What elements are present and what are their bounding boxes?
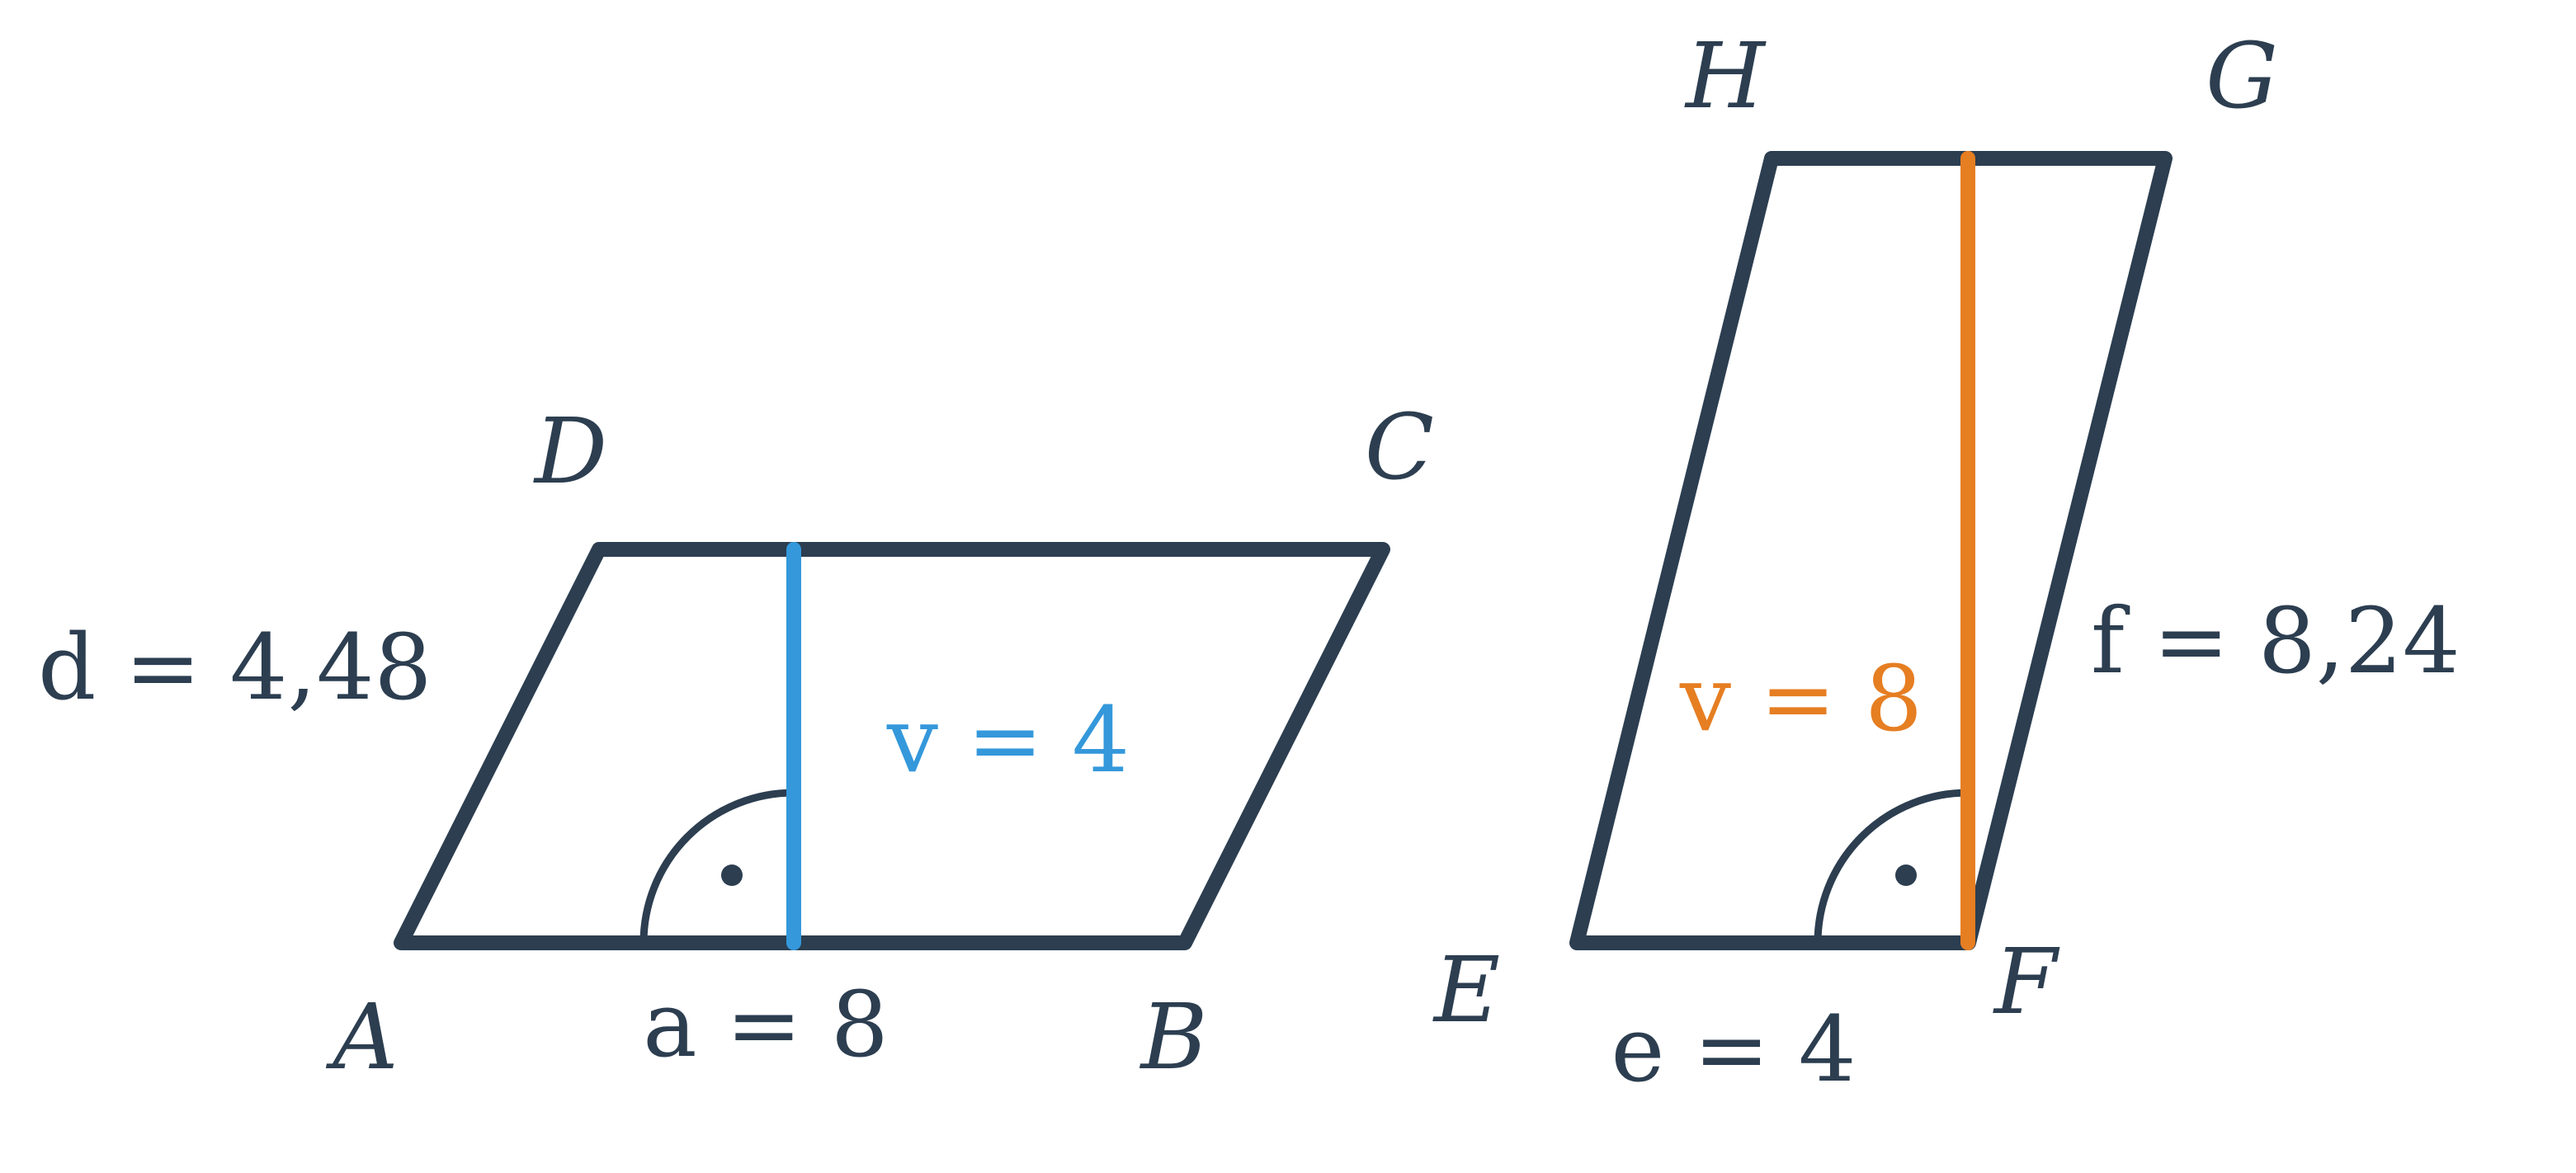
base-label-e: e = 4 [1611, 996, 1856, 1102]
right-angle-arc-left [639, 789, 795, 944]
vertex-label-c: C [1365, 394, 1434, 500]
vertex-label-h: H [1684, 23, 1767, 129]
right-angle-arc-right [1814, 789, 1969, 944]
parallelogram-efgh: E F G H e = 4 f = 8,24 v = 8 [1432, 23, 2460, 1102]
right-angle-dot-left [721, 864, 743, 886]
side-label-f: f = 8,24 [2091, 588, 2460, 694]
vertex-label-e: E [1432, 937, 1500, 1043]
base-label-a: a = 8 [643, 972, 889, 1077]
parallelogram-efgh-outline [1569, 151, 2173, 950]
vertex-label-b: B [1139, 984, 1208, 1090]
parallelogram-abcd-outline [394, 542, 1390, 950]
vertex-label-d: D [533, 398, 607, 504]
right-angle-dot-right [1895, 864, 1917, 886]
vertex-label-g: G [2206, 23, 2278, 129]
side-label-d: d = 4,48 [38, 615, 432, 720]
height-label-left: v = 4 [886, 687, 1130, 793]
vertex-label-a: A [325, 984, 398, 1090]
height-label-right: v = 8 [1679, 646, 1923, 751]
parallelogram-abcd: A B C D a = 8 d = 4,48 v = 4 [38, 394, 1434, 1090]
vertex-label-f: F [1993, 929, 2060, 1034]
